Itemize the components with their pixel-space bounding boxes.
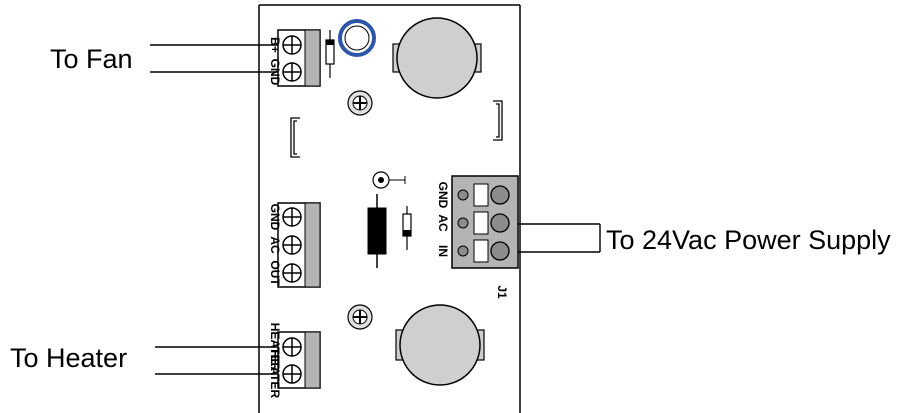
heater-screw-1-icon: [282, 337, 302, 357]
output-terminal-label-out: OUT: [268, 260, 282, 286]
fan-terminal-block: [277, 29, 321, 87]
bracket-right: [493, 100, 503, 141]
coin-battery-top: [392, 17, 482, 99]
fan-terminal-label-gnd: GND: [268, 59, 282, 86]
power-terminal-label-ac: AC: [436, 214, 450, 232]
fan-diode: [325, 30, 335, 78]
small-diode: [402, 206, 412, 250]
heater-terminal-block: [277, 331, 321, 389]
power-terminal-label-gnd: GND: [436, 182, 450, 209]
power-supply-label: To 24Vac Power Supply: [606, 225, 891, 255]
output-screw-3-icon: [282, 263, 302, 283]
fan-label: To Fan: [50, 44, 133, 74]
heater-terminal-label-1: HEATER: [268, 323, 282, 372]
heater-terminal-label-2: HEATER: [268, 350, 282, 399]
power-terminal-label-in: IN: [436, 245, 450, 257]
heater-label: To Heater: [10, 343, 127, 373]
fan-screw-1-icon: [282, 35, 302, 55]
output-terminal-label-ac: AC: [268, 236, 282, 254]
test-point: [372, 171, 406, 189]
pcb-board: [258, 4, 521, 413]
heater-wires: [155, 346, 283, 375]
power-connector-j1: [451, 175, 519, 269]
fan-terminal-label-bplus: B+: [268, 37, 282, 53]
output-screw-2-icon: [282, 235, 302, 255]
mounting-screw-bottom-icon: [347, 304, 373, 330]
heater-screw-2-icon: [282, 364, 302, 384]
output-screw-1-icon: [282, 207, 302, 227]
mounting-screw-top-icon: [347, 90, 373, 116]
output-terminal-block: [277, 202, 321, 288]
capacitor: [338, 19, 376, 57]
fan-screw-2-icon: [282, 62, 302, 82]
connector-ref-j1: J1: [495, 285, 509, 299]
bracket-left: [290, 117, 300, 158]
large-diode: [367, 194, 387, 268]
output-terminal-label-gnd: GND: [268, 204, 282, 231]
coin-battery-bottom: [395, 304, 485, 386]
fan-wires: [150, 44, 283, 73]
